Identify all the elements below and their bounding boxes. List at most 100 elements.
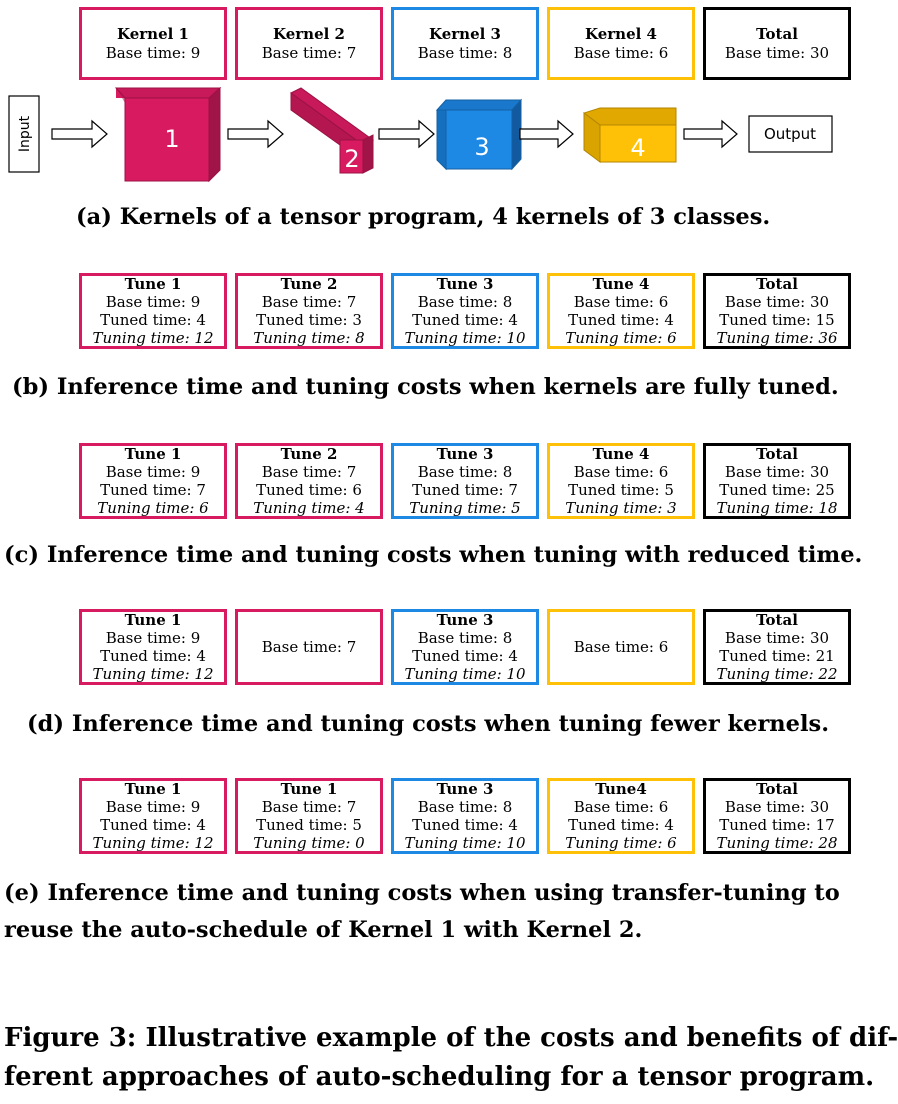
kernel-pipeline-diagram: Input 1 2 3 4 [8, 86, 833, 183]
tuning-time: Tuning time: 12 [92, 834, 214, 852]
tuning-time: Tuning time: 10 [404, 665, 526, 683]
tuning-time: Tuning time: 4 [253, 499, 365, 517]
caption-c: (c) Inference time and tuning costs when… [4, 542, 863, 568]
cube-label: 1 [164, 125, 179, 153]
base-time: Base time: 6 [573, 293, 669, 311]
base-time: Base time: 9 [105, 629, 201, 647]
tune-title: Tune 1 [124, 780, 182, 798]
base-time: Base time: 30 [724, 629, 830, 647]
kernel-base-time: Base time: 30 [724, 43, 830, 62]
output-box [748, 115, 833, 153]
caption-a: (a) Kernels of a tensor program, 4 kerne… [76, 204, 771, 230]
tune-box: Tune 1 Base time: 9 Tuned time: 7 Tuning… [79, 443, 227, 519]
kernel-4-box: Kernel 4 Base time: 6 [547, 7, 695, 80]
arrow-icon [227, 119, 284, 149]
tuning-time: Tuning time: 6 [565, 329, 677, 347]
tune-title: Tune 2 [280, 445, 338, 463]
tuning-time: Tuning time: 10 [404, 834, 526, 852]
kernel-title: Total [756, 24, 798, 43]
tuning-time: Tuning time: 12 [92, 665, 214, 683]
kernel-3-box: Kernel 3 Base time: 8 [391, 7, 539, 80]
figure-caption-line2: ferent approaches of auto-scheduling for… [4, 1062, 875, 1092]
tuning-time: Tuning time: 5 [409, 499, 521, 517]
base-time: Base time: 8 [417, 293, 513, 311]
base-time: Base time: 9 [105, 293, 201, 311]
base-time: Base time: 8 [417, 629, 513, 647]
kernel-title: Kernel 4 [585, 24, 657, 43]
kernel-cube-3: 3 [435, 98, 523, 171]
total-box: Total Base time: 30 Tuned time: 21 Tunin… [703, 609, 851, 685]
tune-box: Tune 1 Base time: 9 Tuned time: 4 Tuning… [79, 273, 227, 349]
tune-box: Tune 3 Base time: 8 Tuned time: 7 Tuning… [391, 443, 539, 519]
tuned-time: Tuned time: 4 [412, 647, 518, 665]
base-time: Base time: 7 [261, 638, 357, 656]
tuned-time: Tuned time: 7 [412, 481, 518, 499]
kernel-title: Kernel 2 [273, 24, 345, 43]
tuned-time: Tuned time: 4 [100, 816, 206, 834]
tune-title: Tune 4 [592, 445, 650, 463]
tune-box: Tune 3 Base time: 8 Tuned time: 4 Tuning… [391, 609, 539, 685]
output-label: Output [764, 125, 816, 143]
base-time: Base time: 6 [573, 463, 669, 481]
tuning-time: Tuning time: 12 [92, 329, 214, 347]
input-label: Input [17, 115, 33, 152]
tune-box: Tune4 Base time: 6 Tuned time: 4 Tuning … [547, 778, 695, 854]
total-box: Total Base time: 30 Tuned time: 25 Tunin… [703, 443, 851, 519]
tune-title: Tune 3 [436, 780, 494, 798]
tuned-time: Tuned time: 4 [568, 311, 674, 329]
tune-title: Tune 1 [124, 611, 182, 629]
tune-box: Tune 3 Base time: 8 Tuned time: 4 Tuning… [391, 273, 539, 349]
tune-title: Total [756, 780, 798, 798]
tuning-time: Tuning time: 8 [253, 329, 365, 347]
tuned-time: Tuned time: 5 [568, 481, 674, 499]
tune-title: Tune 3 [436, 445, 494, 463]
tune-title: Total [756, 445, 798, 463]
base-time: Base time: 6 [573, 798, 669, 816]
arrow-icon [683, 119, 738, 149]
tuned-time: Tuned time: 4 [412, 816, 518, 834]
tune-title: Tune 3 [436, 275, 494, 293]
base-time: Base time: 9 [105, 798, 201, 816]
arrow-icon [378, 119, 435, 149]
tune-box: Tune 4 Base time: 6 Tuned time: 4 Tuning… [547, 273, 695, 349]
tuning-time: Tuning time: 6 [97, 499, 209, 517]
arrow-icon [519, 119, 574, 149]
tuning-time: Tuning time: 6 [565, 834, 677, 852]
tuned-time: Tuned time: 5 [256, 816, 362, 834]
tune-title: Total [756, 611, 798, 629]
tuning-time: Tuning time: 18 [716, 499, 838, 517]
kernel-base-time: Base time: 9 [105, 43, 201, 62]
base-time: Base time: 30 [724, 293, 830, 311]
kernel-base-time: Base time: 7 [261, 43, 357, 62]
tune-box: Tune 4 Base time: 6 Tuned time: 5 Tuning… [547, 443, 695, 519]
kernel-title: Kernel 3 [429, 24, 501, 43]
kernel-cube-1: 1 [114, 86, 222, 183]
base-time: Base time: 30 [724, 463, 830, 481]
total-box: Total Base time: 30 Tuned time: 17 Tunin… [703, 778, 851, 854]
base-time: Base time: 30 [724, 798, 830, 816]
caption-e-line2: reuse the auto-schedule of Kernel 1 with… [4, 917, 643, 943]
cube-label: 4 [630, 134, 645, 162]
tuning-time: Tuning time: 10 [404, 329, 526, 347]
kernel-base-time: Base time: 8 [417, 43, 513, 62]
caption-b: (b) Inference time and tuning costs when… [12, 374, 839, 400]
tuning-time: Tuning time: 28 [716, 834, 838, 852]
arrow-icon [51, 119, 108, 149]
tune-box: Tune 1 Base time: 9 Tuned time: 4 Tuning… [79, 778, 227, 854]
base-time: Base time: 6 [573, 638, 669, 656]
base-time: Base time: 7 [261, 798, 357, 816]
tune-title: Tune 3 [436, 611, 494, 629]
caption-d: (d) Inference time and tuning costs when… [27, 711, 830, 737]
tuned-time: Tuned time: 4 [100, 311, 206, 329]
tuned-time: Tuned time: 15 [719, 311, 835, 329]
tune-box: Tune 1 Base time: 7 Tuned time: 5 Tuning… [235, 778, 383, 854]
tune-title: Total [756, 275, 798, 293]
tuned-time: Tuned time: 17 [719, 816, 835, 834]
tuned-time: Tuned time: 7 [100, 481, 206, 499]
tune-title: Tune 1 [124, 445, 182, 463]
base-time: Base time: 8 [417, 463, 513, 481]
kernel-2-box: Kernel 2 Base time: 7 [235, 7, 383, 80]
tuned-time: Tuned time: 21 [719, 647, 835, 665]
figure-caption-line1: Figure 3: Illustrative example of the co… [4, 1023, 898, 1053]
tune-title: Tune 1 [280, 780, 338, 798]
